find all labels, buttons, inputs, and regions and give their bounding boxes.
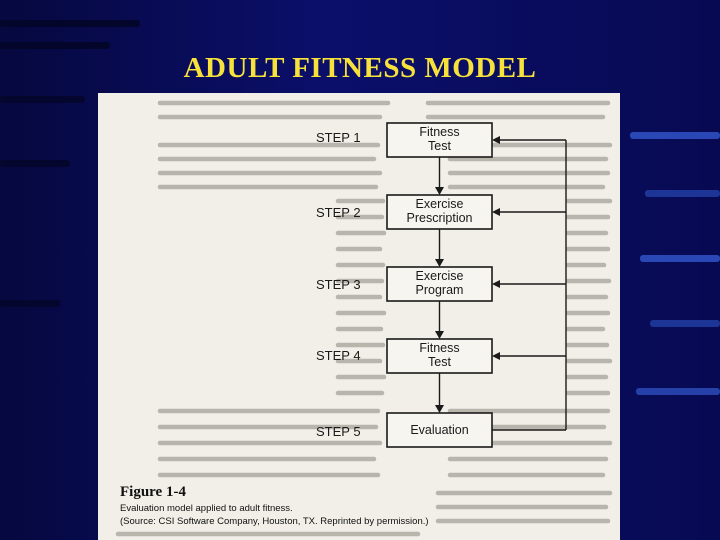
step-2-box-line-2: Prescription xyxy=(407,211,473,225)
background-streak xyxy=(0,160,70,167)
step-4-box: Fitness Test xyxy=(386,338,493,374)
step-3-box-line-2: Program xyxy=(416,283,464,297)
step-4-label: STEP 4 xyxy=(316,348,361,363)
step-2-label: STEP 2 xyxy=(316,205,361,220)
background-streak xyxy=(630,132,720,139)
step-4-box-line-2: Test xyxy=(428,355,451,369)
step-5-label: STEP 5 xyxy=(316,424,361,439)
step-5-box: Evaluation xyxy=(386,412,493,448)
step-1-box-line-1: Fitness xyxy=(419,125,459,139)
background-streak xyxy=(0,96,85,103)
step-3-box: Exercise Program xyxy=(386,266,493,302)
background-text xyxy=(115,100,613,537)
background-streak xyxy=(645,190,720,197)
step-2-box-line-1: Exercise xyxy=(416,197,464,211)
flow-diagram: STEP 1 STEP 2 STEP 3 STEP 4 STEP 5 Fitne… xyxy=(115,100,613,537)
step-5-box-line-1: Evaluation xyxy=(410,423,468,437)
step-3-label: STEP 3 xyxy=(316,277,361,292)
step-2-box: Exercise Prescription xyxy=(386,194,493,230)
scanned-figure: STEP 1 STEP 2 STEP 3 STEP 4 STEP 5 Fitne… xyxy=(98,93,620,540)
background-streak xyxy=(0,300,60,307)
feedback-loop xyxy=(492,136,567,431)
background-streak xyxy=(0,20,140,27)
down-arrows xyxy=(435,157,444,413)
figure-caption-line-2: (Source: CSI Software Company, Houston, … xyxy=(120,516,429,527)
background-streak xyxy=(650,320,720,327)
step-3-box-line-1: Exercise xyxy=(416,269,464,283)
background-streak xyxy=(636,388,720,395)
background-streak xyxy=(0,42,110,49)
figure-label: Figure 1-4 xyxy=(120,484,186,500)
step-1-box: Fitness Test xyxy=(386,122,493,158)
figure-caption-line-1: Evaluation model applied to adult fitnes… xyxy=(120,503,293,514)
step-4-box-line-1: Fitness xyxy=(419,341,459,355)
step-1-box-line-2: Test xyxy=(428,139,451,153)
background-streak xyxy=(640,255,720,262)
slide-title: ADULT FITNESS MODEL xyxy=(183,52,537,84)
step-1-label: STEP 1 xyxy=(316,130,361,145)
